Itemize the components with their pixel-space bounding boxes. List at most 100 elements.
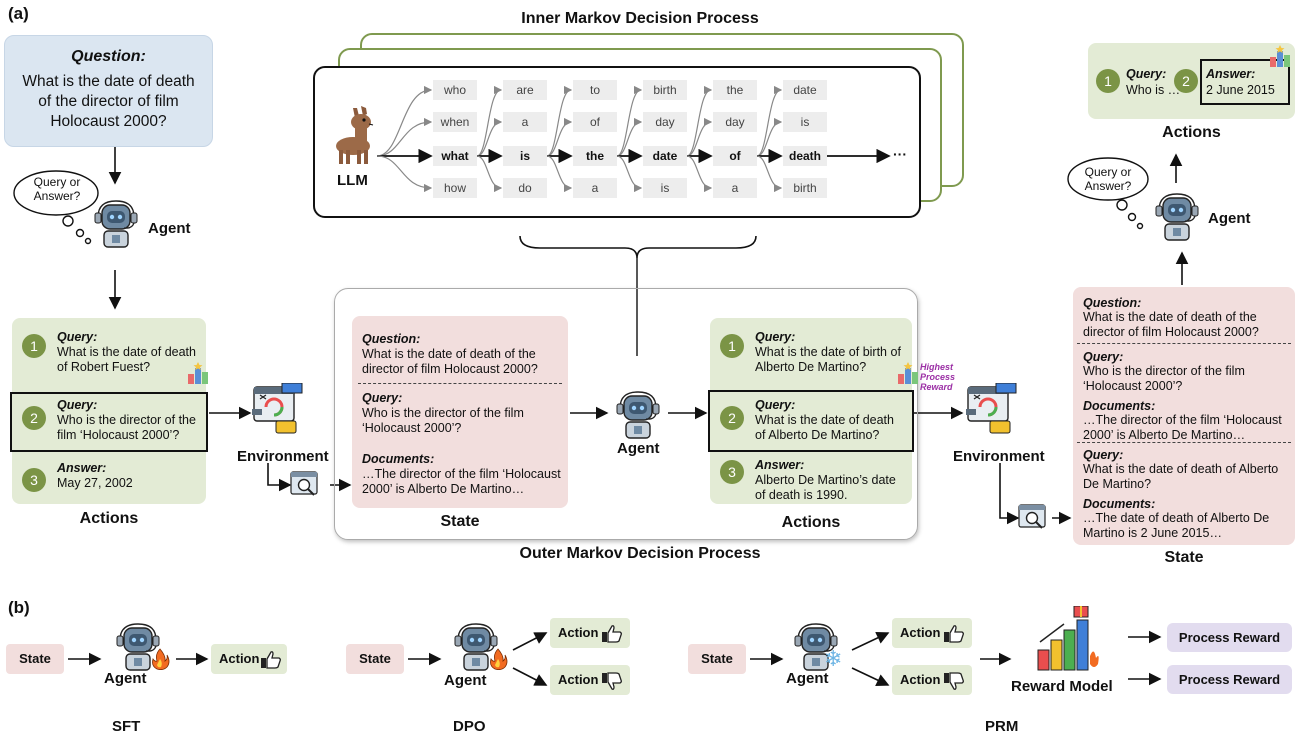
arrow-env-to-doc-right <box>999 463 1020 525</box>
mid-action-number-3: 3 <box>720 460 744 484</box>
state-divider-1 <box>358 383 562 384</box>
agent-robot-icon-left <box>92 197 140 249</box>
token-of: of <box>573 112 617 132</box>
r-state-label-3: Documents: <box>1083 399 1156 413</box>
token-a: a <box>573 178 617 198</box>
right-action-number-1: 1 <box>1096 69 1120 93</box>
environment-icon-left <box>252 382 304 437</box>
dpo-agent-label: Agent <box>444 672 487 689</box>
thought-bubble-right <box>1067 157 1149 230</box>
environment-label-right: Environment <box>953 448 1045 465</box>
r-state-text-3: …The director of the film ‘Holocaust 200… <box>1083 413 1282 442</box>
fanout-arrow <box>376 117 433 157</box>
fanout-arrow <box>686 155 713 193</box>
token-the: the <box>713 80 757 100</box>
state-box-middle: Question: What is the date of death of t… <box>352 316 568 508</box>
thumbs-down-icon <box>944 671 964 690</box>
r-state-label-4: Query: <box>1083 448 1124 462</box>
outer-mdp-title: Outer Markov Decision Process <box>519 545 761 562</box>
snowflake-icon: ❄ <box>824 646 843 671</box>
fanout-arrow <box>686 85 713 157</box>
thumbs-up-icon <box>261 650 281 669</box>
dpo-action-good: Action <box>550 618 630 648</box>
agent-robot-icon-middle <box>614 388 662 440</box>
mid-selected-action-frame <box>708 390 914 452</box>
token-a: a <box>503 112 547 132</box>
right-action-label-1: Query: <box>1126 67 1167 81</box>
thumbs-up-icon <box>944 624 964 643</box>
right-action-text-2: 2 June 2015 <box>1206 83 1275 97</box>
right-action-number-2: 2 <box>1174 69 1198 93</box>
fanout-arrow <box>756 85 783 157</box>
prm-arrow-down <box>851 667 890 687</box>
action-number-2: 2 <box>22 406 46 430</box>
thumbs-up-icon <box>602 624 622 643</box>
sft-state-box: State <box>6 644 64 674</box>
actions-box-right: 1 Query: Who is … 2 Answer: 2 June 2015 <box>1088 43 1295 119</box>
state-text-1: What is the date of death of the directo… <box>362 347 538 376</box>
mid-action-number-1: 1 <box>720 334 744 358</box>
r-state-label-5: Documents: <box>1083 497 1156 511</box>
sft-agent-label: Agent <box>104 670 147 687</box>
prm-arrow-up <box>851 631 890 651</box>
action-label-3: Answer: <box>57 461 107 475</box>
token-when: when <box>433 112 477 132</box>
podium-icon-middle <box>898 362 918 384</box>
dpo-agent-icon <box>452 620 500 672</box>
mid-action-text-2: What is the date of death of Alberto De … <box>755 413 894 442</box>
prm-agent-icon <box>792 620 840 672</box>
token-do: do <box>503 178 547 198</box>
reward-model-label: Reward Model <box>1011 678 1113 695</box>
selected-action-frame <box>10 392 208 452</box>
token-death: death <box>783 146 827 166</box>
dpo-state-box: State <box>346 644 404 674</box>
token-how: how <box>433 178 477 198</box>
fanout-arrow <box>546 155 573 193</box>
mid-action-label-1: Query: <box>755 330 796 344</box>
dpo-fire-icon <box>488 648 508 671</box>
mid-action-number-2: 2 <box>720 406 744 430</box>
thought-text-right: Query or Answer? <box>1084 165 1132 193</box>
dpo-arrow-down <box>512 667 548 686</box>
actions-box-middle: 1 Query: What is the date of birth of Al… <box>708 318 914 504</box>
action-text-1: What is the date of death of Robert Fues… <box>57 345 196 374</box>
agent-robot-icon-right <box>1153 190 1201 242</box>
fanout-arrow <box>546 85 573 157</box>
environment-icon-right <box>966 382 1018 437</box>
dpo-label: DPO <box>453 718 486 735</box>
mid-action-text-3: Alberto De Martino’s date of death is 19… <box>755 473 896 502</box>
r-state-text-5: …The date of death of Alberto De Martino… <box>1083 511 1270 540</box>
token-day: day <box>713 112 757 132</box>
token-ellipsis: ··· <box>893 146 907 162</box>
fanout-arrow <box>616 85 643 157</box>
dpo-action-bad-label: Action <box>558 672 599 687</box>
token-is: is <box>503 146 547 166</box>
token-date: date <box>643 146 687 166</box>
dpo-action-bad: Action <box>550 665 630 695</box>
agent-label-right: Agent <box>1208 210 1251 227</box>
sft-agent-icon <box>114 620 162 672</box>
fanout-arrow <box>756 117 783 157</box>
state-caption-middle: State <box>440 513 480 530</box>
action-text-3: May 27, 2002 <box>57 476 133 490</box>
action-label-2: Query: <box>57 398 98 412</box>
agent-label-middle: Agent <box>617 440 660 457</box>
thought-bubble-left <box>13 170 99 245</box>
process-reward-box-2: Process Reward <box>1167 665 1292 694</box>
prm-state-box: State <box>688 644 746 674</box>
r-state-divider-1 <box>1077 343 1291 344</box>
prm-action-good: Action <box>892 618 972 648</box>
question-box: Question: What is the date of death of t… <box>4 35 213 147</box>
r-state-text-1: What is the date of death of the directo… <box>1083 310 1259 339</box>
right-selected-action-frame <box>1200 59 1290 105</box>
outer-mdp-box <box>334 288 918 540</box>
prm-label: PRM <box>985 718 1019 735</box>
fanout-arrow <box>476 117 503 157</box>
token-what: what <box>433 146 477 166</box>
fanout-arrow <box>376 85 433 157</box>
action-number-1: 1 <box>22 334 46 358</box>
token-is: is <box>643 178 687 198</box>
token-birth: birth <box>783 178 827 198</box>
sft-action-box: Action <box>211 644 287 674</box>
state-text-2: Who is the director of the film ‘Holocau… <box>362 406 524 435</box>
